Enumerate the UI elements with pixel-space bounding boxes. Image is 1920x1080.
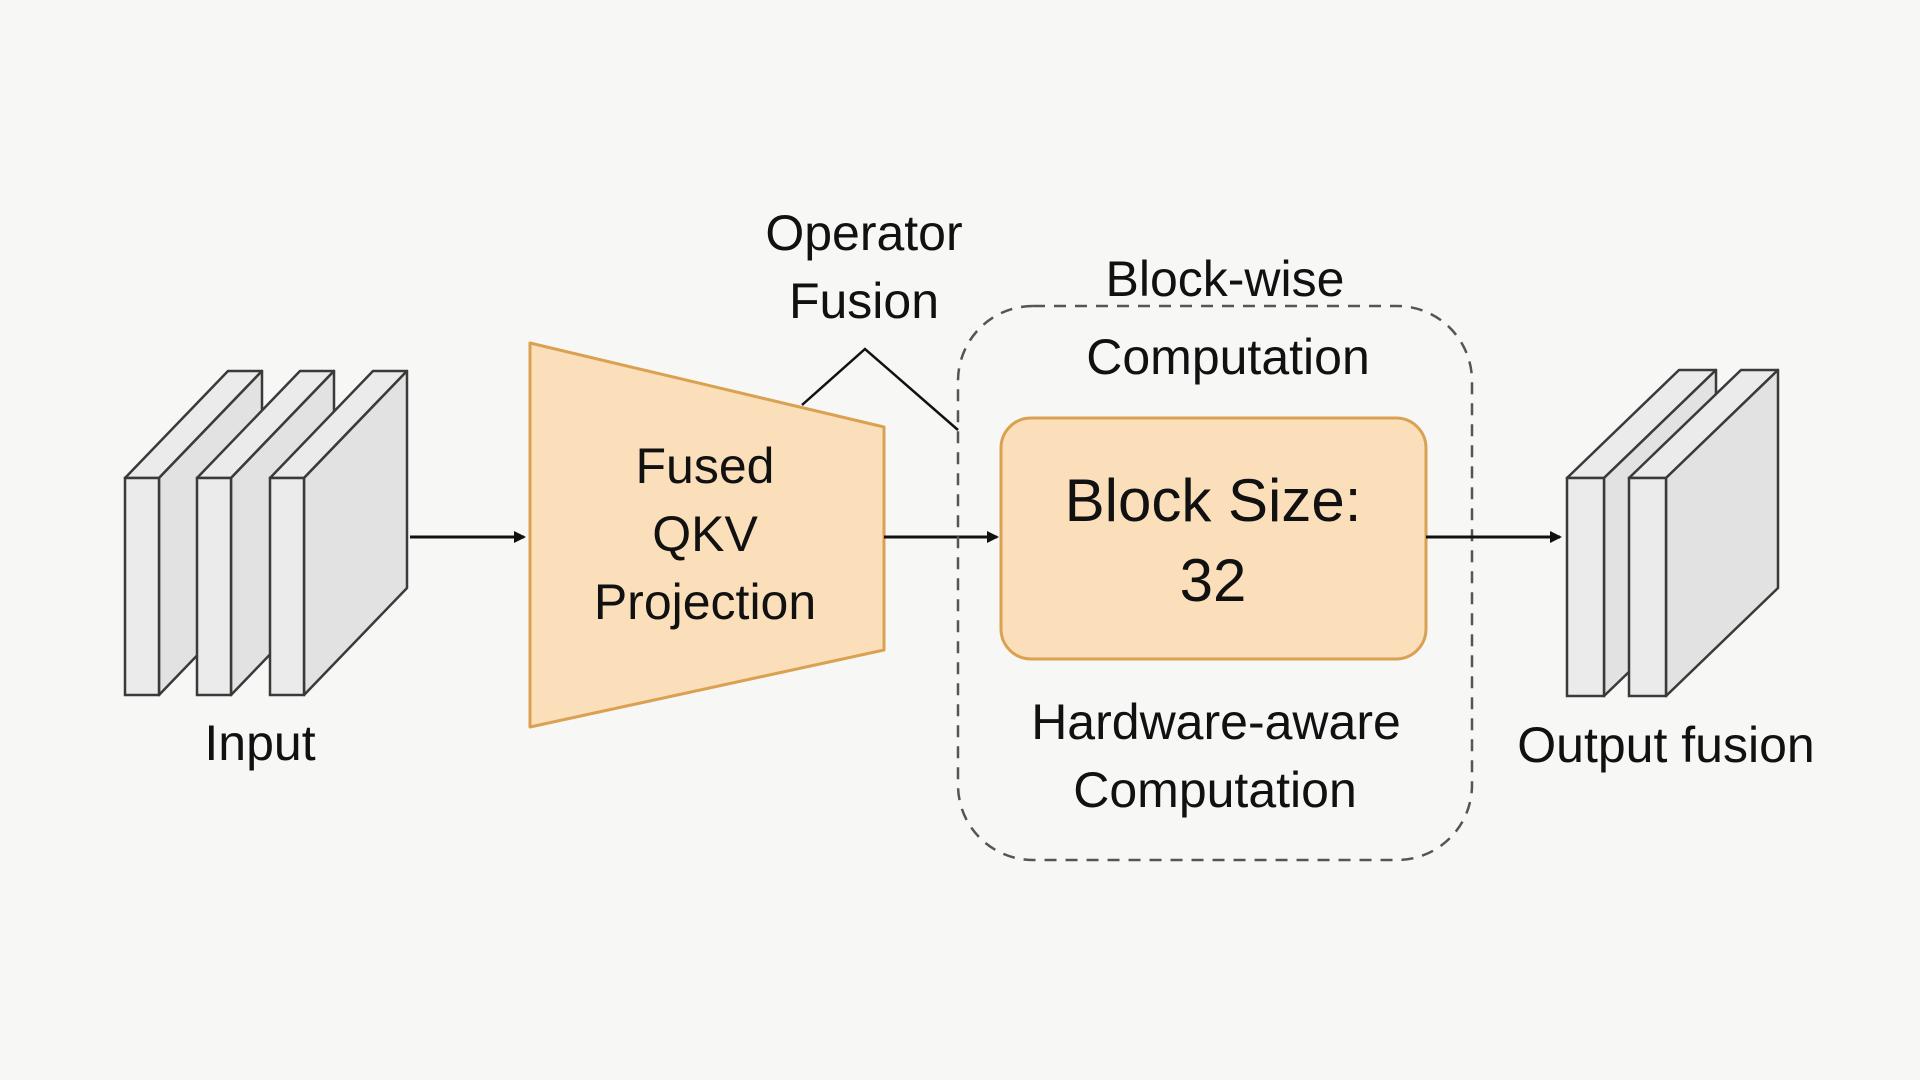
input-label: Input	[204, 715, 315, 771]
output-stack	[1565, 368, 1780, 698]
input-stack	[123, 369, 409, 697]
output-label: Output fusion	[1517, 717, 1814, 773]
block-size-label-line-2: 32	[1180, 547, 1247, 614]
input-layer-3	[268, 369, 409, 697]
block-size-label-line-1: Block Size:	[1065, 467, 1362, 534]
blockwise-computation-region	[956, 304, 1474, 862]
operator-fusion-bracket	[801, 347, 959, 431]
operator-fusion-label-line-1: Operator	[765, 205, 962, 261]
hardware-label-line-2: Computation	[1073, 762, 1357, 818]
qkv-label-line-3: Projection	[594, 574, 816, 630]
qkv-projection-block	[528, 341, 886, 729]
qkv-label-line-1: Fused	[636, 438, 775, 494]
block-size-box	[999, 416, 1428, 661]
qkv-label-line-2: QKV	[652, 506, 758, 562]
operator-fusion-label-line-2: Fusion	[789, 273, 939, 329]
blockwise-label-line-2: Computation	[1086, 329, 1370, 385]
output-layer-2	[1627, 368, 1780, 698]
blockwise-label-line-1: Block-wise	[1106, 251, 1345, 307]
hardware-label-line-1: Hardware-aware	[1031, 694, 1401, 750]
